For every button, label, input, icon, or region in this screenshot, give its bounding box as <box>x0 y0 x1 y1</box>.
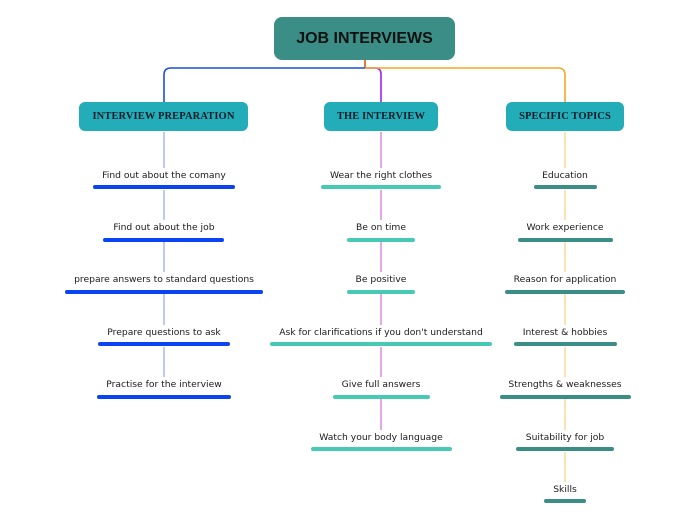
topic-item[interactable]: Interest & hobbies <box>522 327 608 338</box>
topic-underline <box>93 185 235 189</box>
topic-item[interactable]: Watch your body language <box>319 432 443 443</box>
topic-underline <box>500 395 631 399</box>
topic-underline <box>321 185 441 189</box>
branch-line-preparation <box>163 67 365 102</box>
topic-item[interactable]: Reason for application <box>513 274 617 285</box>
topic-item[interactable]: Find out about the job <box>113 222 215 233</box>
topic-underline <box>333 395 430 399</box>
topic-item[interactable]: Work experience <box>526 222 604 233</box>
category-specific-topics[interactable]: SPECIFIC TOPICS <box>506 102 624 131</box>
root-node[interactable]: JOB INTERVIEWS <box>274 17 455 60</box>
topic-underline <box>270 342 492 346</box>
topic-item[interactable]: Be positive <box>355 274 407 285</box>
root-title: JOB INTERVIEWS <box>296 29 433 47</box>
topic-item[interactable]: Education <box>542 170 588 181</box>
topic-underline <box>544 499 586 503</box>
topic-item[interactable]: Skills <box>553 484 577 495</box>
topic-item[interactable]: Wear the right clothes <box>329 170 433 181</box>
topic-underline <box>518 238 613 242</box>
topic-item[interactable]: Be on time <box>356 222 406 233</box>
topic-item[interactable]: Practise for the interview <box>106 379 222 390</box>
topic-item[interactable]: Prepare questions to ask <box>107 327 221 338</box>
category-label: THE INTERVIEW <box>336 111 426 122</box>
category-label: INTERVIEW PREPARATION <box>92 111 235 122</box>
topic-underline <box>103 238 224 242</box>
topic-item[interactable]: prepare answers to standard questions <box>74 274 254 285</box>
topic-underline <box>98 342 230 346</box>
topic-underline <box>516 447 614 451</box>
category-label: SPECIFIC TOPICS <box>519 111 611 122</box>
topic-underline <box>65 290 263 294</box>
topic-item[interactable]: Suitability for job <box>525 432 605 443</box>
branch-line-topics <box>365 67 566 102</box>
topic-underline <box>97 395 231 399</box>
topic-item[interactable]: Find out about the comany <box>102 170 226 181</box>
branch-line-interview <box>365 67 382 102</box>
topic-underline <box>514 342 617 346</box>
topic-underline <box>534 185 597 189</box>
topic-underline <box>347 238 415 242</box>
category-the-interview[interactable]: THE INTERVIEW <box>324 102 438 131</box>
category-interview-preparation[interactable]: INTERVIEW PREPARATION <box>79 102 248 131</box>
topic-item[interactable]: Give full answers <box>341 379 421 390</box>
topic-item[interactable]: Ask for clarifications if you don't unde… <box>279 327 483 338</box>
topic-underline <box>505 290 625 294</box>
topic-underline <box>347 290 415 294</box>
topic-underline <box>311 447 452 451</box>
topic-item[interactable]: Strengths & weaknesses <box>508 379 622 390</box>
